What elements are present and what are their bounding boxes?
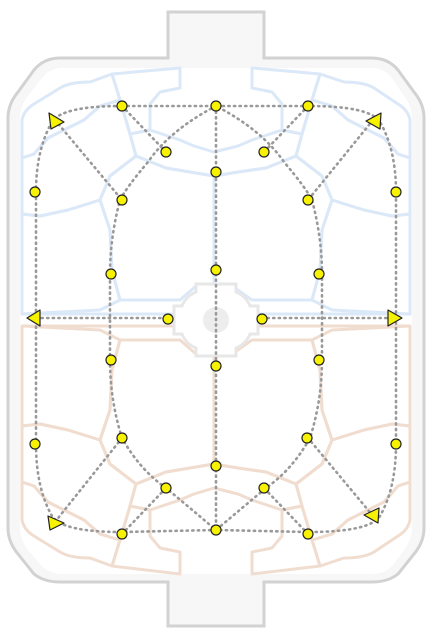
node-mid-right[interactable] xyxy=(256,313,268,325)
node-oval-left-2[interactable] xyxy=(105,268,117,280)
portal-top-right-icon[interactable] xyxy=(365,112,382,130)
portal-bottom-left-icon[interactable] xyxy=(47,515,65,531)
route-diag-tl xyxy=(53,118,124,202)
route-link-tl xyxy=(120,104,168,154)
node-oval-right-3[interactable] xyxy=(313,354,325,366)
node-oval-right-4[interactable] xyxy=(301,432,313,444)
route-link-bl xyxy=(120,486,168,536)
node-bottom-1[interactable] xyxy=(116,528,128,540)
node-outer-right-1[interactable] xyxy=(390,186,402,198)
node-spine-2[interactable] xyxy=(210,264,222,276)
node-mid-left[interactable] xyxy=(162,313,174,325)
region-bottom-9 xyxy=(310,480,412,568)
node-bottom-3[interactable] xyxy=(302,528,314,540)
portal-right-icon[interactable] xyxy=(387,309,403,327)
node-bottom-2[interactable] xyxy=(210,524,222,536)
portal-left-icon[interactable] xyxy=(26,309,41,327)
territory-bottom xyxy=(20,324,412,576)
portal-markers xyxy=(26,112,403,531)
node-outer-left-1[interactable] xyxy=(29,186,41,198)
route-link-tr xyxy=(262,104,310,154)
route-diag-br xyxy=(306,436,375,518)
node-top-3[interactable] xyxy=(302,100,314,112)
node-spine-1[interactable] xyxy=(210,166,222,178)
node-oval-left-4[interactable] xyxy=(116,432,128,444)
region-bottom-8 xyxy=(20,480,122,568)
route-outer-loop xyxy=(34,104,398,534)
node-oval-right-2[interactable] xyxy=(313,268,325,280)
region-bottom-10 xyxy=(110,504,182,576)
node-lower-right[interactable] xyxy=(258,482,270,494)
nodes xyxy=(29,100,402,540)
node-oval-left-1[interactable] xyxy=(116,194,128,206)
node-outer-left-2[interactable] xyxy=(29,438,41,450)
route-diag-tr xyxy=(306,118,375,202)
node-outer-right-2[interactable] xyxy=(390,438,402,450)
region-bottom-11 xyxy=(250,504,322,576)
portal-top-left-icon[interactable] xyxy=(48,112,65,130)
node-spine-4[interactable] xyxy=(210,460,222,472)
node-top-1[interactable] xyxy=(116,100,128,112)
node-lower-left[interactable] xyxy=(160,482,172,494)
node-oval-right-1[interactable] xyxy=(302,194,314,206)
portal-bottom-right-icon[interactable] xyxy=(363,507,380,524)
node-top-2[interactable] xyxy=(210,100,222,112)
node-oval-left-3[interactable] xyxy=(105,354,117,366)
route-link-br xyxy=(262,486,310,536)
route-diag-bl xyxy=(53,436,124,524)
node-spine-3[interactable] xyxy=(210,360,222,372)
node-upper-left[interactable] xyxy=(160,146,172,158)
node-upper-right[interactable] xyxy=(258,146,270,158)
